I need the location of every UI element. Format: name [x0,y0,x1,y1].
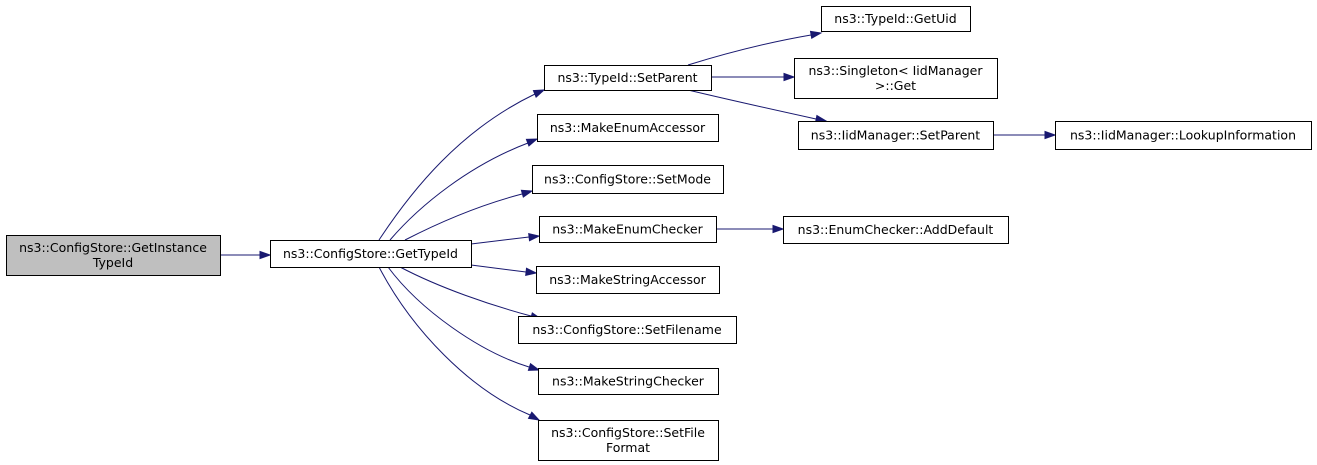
node-makestringchecker[interactable]: ns3::MakeStringChecker [538,368,719,395]
node-label: ns3::ConfigStore::SetFile [551,425,705,440]
node-iidsetparent[interactable]: ns3::IidManager::SetParent [798,121,994,150]
node-box [538,368,719,395]
node-label: ns3::TypeId::SetParent [557,70,697,85]
edge-gettypeid-to-makeenumaccessor [389,138,539,241]
arrowhead [1044,130,1057,140]
node-makestringaccessor[interactable]: ns3::MakeStringAccessor [536,266,720,294]
node-box [270,240,472,268]
node-label: ns3::MakeStringAccessor [549,272,706,287]
node-label: Format [606,440,650,455]
arrowhead [809,30,823,39]
node-getuid[interactable]: ns3::TypeId::GetUid [821,6,971,32]
node-box [539,216,717,243]
edge-gettypeid-to-setfilename [399,266,543,321]
arrowhead [528,233,541,242]
node-box [544,65,712,91]
node-label: ns3::Singleton< IidManager [808,63,983,78]
edge-line [387,266,530,368]
node-setmode[interactable]: ns3::ConfigStore::SetMode [532,165,724,194]
arrowhead [525,138,539,147]
node-box [1055,121,1312,150]
node-box [518,316,737,344]
edge-gettypeid-to-makeenumchecker [470,233,541,245]
node-box [536,266,720,294]
node-box [794,58,998,99]
node-box [6,235,221,276]
arrowhead [783,72,796,82]
node-box [783,216,1009,244]
node-setfilename[interactable]: ns3::ConfigStore::SetFilename [518,316,737,344]
node-box [798,121,994,150]
arrowhead [527,411,541,421]
edge-iidsetparent-to-lookup [993,130,1057,140]
edge-line [378,266,531,416]
node-label: ns3::EnumChecker::AddDefault [798,222,994,237]
edge-setparent-to-iidsetparent [687,89,828,123]
node-label: ns3::MakeEnumAccessor [550,120,706,135]
edge-line [404,193,523,241]
node-lookup[interactable]: ns3::IidManager::LookupInformation [1055,121,1312,150]
node-gettypeid[interactable]: ns3::ConfigStore::GetTypeId [270,240,472,268]
edge-gettypeid-to-makestringchecker [387,266,541,371]
arrowhead [772,224,785,234]
node-label: ns3::ConfigStore::SetFilename [532,322,722,337]
edge-line [687,34,812,66]
nodes-layer: ns3::ConfigStore::GetInstanceTypeIdns3::… [6,6,1312,461]
node-label: ns3::ConfigStore::SetMode [544,172,711,187]
node-label: ns3::IidManager::LookupInformation [1070,128,1296,143]
edge-line [399,266,532,317]
node-label: ns3::MakeEnumChecker [552,222,703,237]
node-label: TypeId [92,255,133,270]
node-label: ns3::TypeId::GetUid [834,11,956,26]
node-box [821,6,971,32]
edge-gettypeid-to-setmode [404,189,534,241]
edge-setparent-to-singleton [711,72,796,82]
node-label: >::Get [875,78,916,93]
node-makeenumchecker[interactable]: ns3::MakeEnumChecker [539,216,717,243]
edge-gettypeid-to-setparent [378,89,546,241]
node-setparent[interactable]: ns3::TypeId::SetParent [544,65,712,91]
edge-gettypeid-to-makestringaccessor [470,264,538,276]
edge-gettypeid-to-setfileformat [378,266,541,421]
arrowhead [259,250,272,260]
edge-line [378,93,536,241]
node-singleton[interactable]: ns3::Singleton< IidManager>::Get [794,58,998,99]
node-adddefault[interactable]: ns3::EnumChecker::AddDefault [783,216,1009,244]
node-makeenumaccessor[interactable]: ns3::MakeEnumAccessor [537,114,719,142]
arrowhead [532,89,546,98]
edges-layer [220,30,1057,421]
edge-makeenumchecker-to-adddefault [716,224,785,234]
edge-line [687,89,817,120]
edge-line [389,142,529,241]
node-label: ns3::MakeStringChecker [552,374,705,389]
node-box [532,165,724,194]
node-label: ns3::IidManager::SetParent [811,128,981,143]
edge-root-to-gettypeid [220,250,272,260]
arrowhead [525,267,538,276]
edge-line [470,264,527,273]
arrowhead [520,189,534,198]
node-label: ns3::ConfigStore::GetInstance [19,240,207,255]
node-box [538,420,719,461]
node-label: ns3::ConfigStore::GetTypeId [283,246,458,261]
edge-setparent-to-getuid [687,30,823,66]
arrowhead [527,362,541,371]
edge-line [470,236,530,245]
node-box [537,114,719,142]
